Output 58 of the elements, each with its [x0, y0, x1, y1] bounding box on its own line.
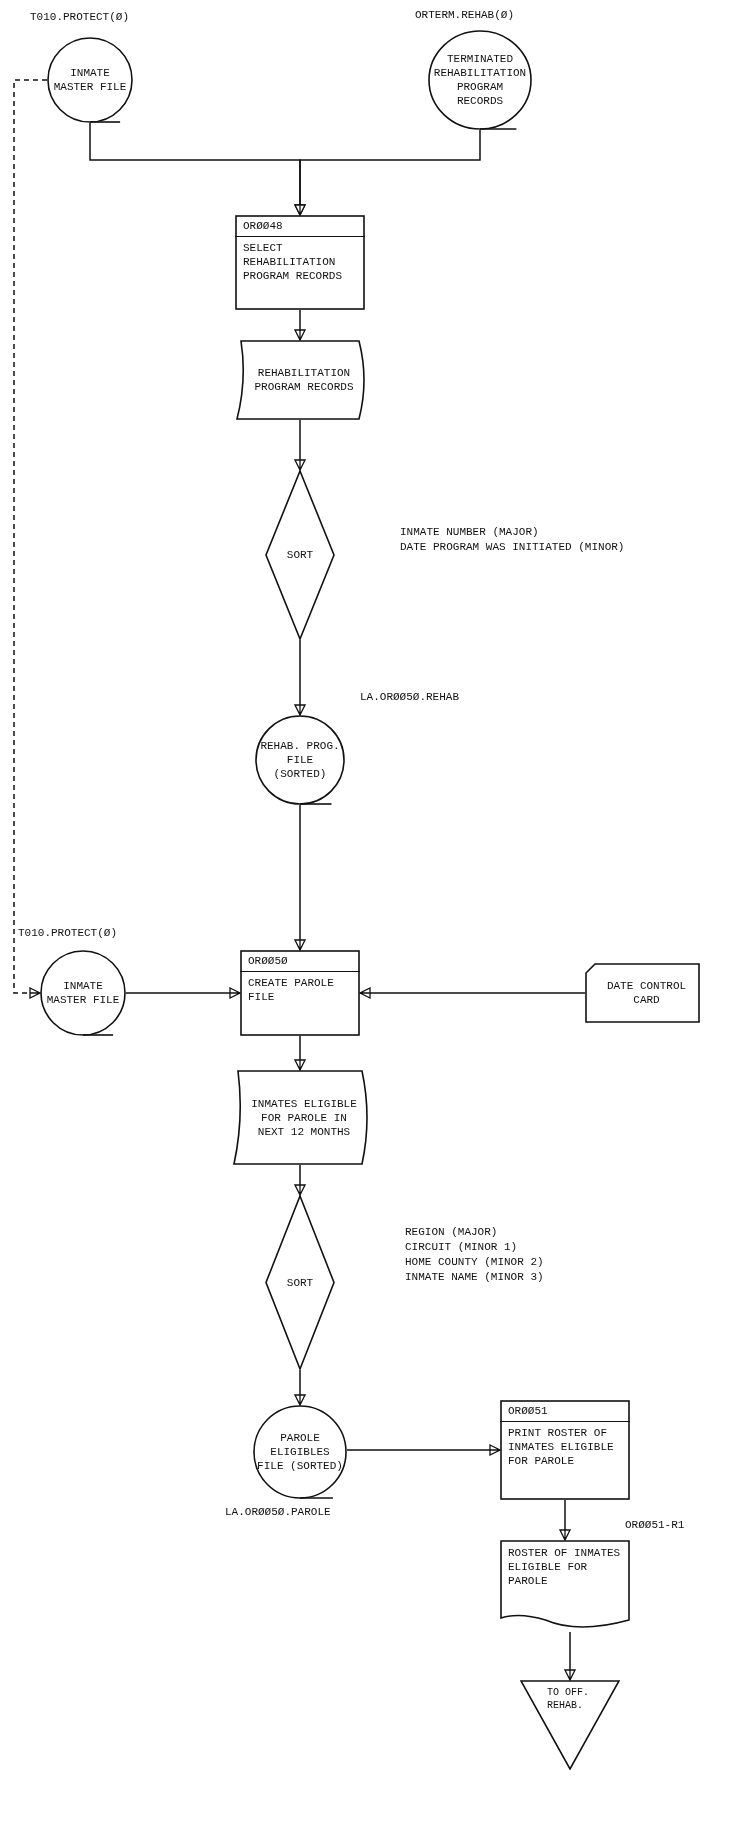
file-circle [428, 30, 532, 130]
sort-diamond [265, 470, 335, 640]
annotation-text: T010.PROTECT(Ø) [30, 10, 130, 25]
arrow [359, 987, 586, 999]
document-shape [235, 340, 365, 420]
file-circle [47, 37, 133, 123]
annotation-text: ORTERM.REHAB(Ø) [415, 8, 515, 23]
arrow [559, 1499, 571, 1541]
arrow [564, 1631, 576, 1681]
node-text: ROSTER OF INMATES ELIGIBLE FOR PAROLE [508, 1546, 622, 1588]
program-id: ORØØ48 [243, 218, 283, 233]
process-box [240, 950, 360, 1036]
file-circle [255, 715, 345, 805]
offpage-connector [520, 1680, 620, 1770]
annotation-text: HOME COUNTY (MINOR 2) [405, 1255, 544, 1270]
annotation-text: DATE PROGRAM WAS INITIATED (MINOR) [400, 540, 625, 555]
node-text: SORT [286, 548, 314, 562]
node-text: INMATES ELIGIBLE FOR PAROLE IN NEXT 12 MONTHS [250, 1096, 358, 1139]
annotation-text: T010.PROTECT(Ø) [18, 926, 118, 941]
arrow [294, 309, 306, 341]
process-box [500, 1400, 630, 1500]
arrow [294, 1035, 306, 1071]
node-text: DATE CONTROL CARD [605, 979, 688, 1007]
annotation-text: INMATE NAME (MINOR 3) [405, 1270, 544, 1285]
node-text: PRINT ROSTER OF INMATES ELIGIBLE FOR PAROLE [508, 1426, 615, 1468]
file-circle [253, 1405, 347, 1499]
node-text: SORT [286, 1275, 314, 1290]
dashed-arrow [13, 79, 48, 999]
arrow [294, 1164, 306, 1196]
node-text: REHABILITATION PROGRAM RECORDS [253, 366, 355, 394]
annotation-text: REGION (MAJOR) [405, 1225, 499, 1240]
node-text: INMATE MASTER FILE [52, 66, 128, 94]
node-text: REHAB. PROG. FILE (SORTED) [259, 739, 341, 781]
node-text: TO OFF. REHAB. [547, 1686, 590, 1712]
arrow [346, 1444, 501, 1456]
punched-card [585, 963, 700, 1023]
program-id: ORØØ51 [508, 1403, 548, 1418]
node-text: TERMINATED REHABILITATION PROGRAM RECORDS [432, 52, 528, 108]
document-shape [232, 1070, 368, 1165]
arrow [294, 639, 306, 716]
annotation-text: LA.ORØØ5Ø.REHAB [360, 690, 460, 705]
node-text: INMATE MASTER FILE [45, 979, 121, 1007]
arrow [294, 419, 306, 471]
annotation-text: ORØØ51-R1 [625, 1518, 685, 1533]
sort-diamond [265, 1195, 335, 1370]
annotation-text: INMATE NUMBER (MAJOR) [400, 525, 540, 540]
node-text: SELECT REHABILITATION PROGRAM RECORDS [243, 241, 344, 283]
program-id: ORØØ5Ø [248, 953, 288, 968]
file-circle [40, 950, 126, 1036]
arrow [125, 987, 241, 999]
arrow [294, 129, 481, 216]
annotation-text: LA.ORØØ5Ø.PAROLE [225, 1505, 331, 1520]
node-text: CREATE PAROLE FILE [248, 976, 335, 1004]
annotation-text: CIRCUIT (MINOR 1) [405, 1240, 519, 1255]
node-text: PAROLE ELIGIBLES FILE (SORTED) [257, 1431, 343, 1473]
process-box [235, 215, 365, 310]
arrow [294, 804, 306, 951]
arrow [294, 1369, 306, 1406]
